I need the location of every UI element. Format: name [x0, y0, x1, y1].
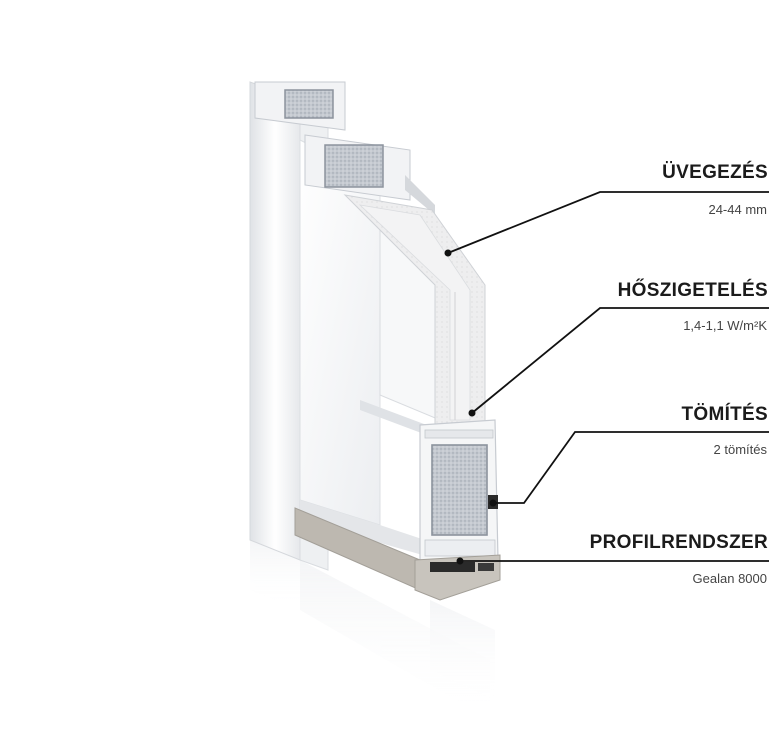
callout-glazing-title: ÜVEGEZÉS — [662, 162, 768, 183]
callout-insulation-title: HŐSZIGETELÉS — [617, 280, 768, 301]
bottom-profile-section — [419, 419, 499, 566]
dot-glazing — [444, 249, 452, 257]
callout-seal-subtitle: 2 tömítés — [713, 442, 767, 457]
dot-seal — [489, 499, 497, 507]
leader-glazing — [447, 191, 769, 254]
leader-seal — [493, 431, 769, 504]
callout-profile-subtitle: Gealan 8000 — [692, 571, 767, 586]
top-profile-section — [254, 81, 435, 215]
leader-insulation — [471, 307, 769, 414]
callout-dots — [444, 249, 497, 565]
callout-seal-title: TÖMÍTÉS — [681, 404, 768, 425]
dot-insulation — [468, 409, 476, 417]
callout-insulation-subtitle: 1,4-1,1 W/m²K — [683, 318, 767, 333]
dot-profile — [456, 557, 464, 565]
callout-glazing-subtitle: 24-44 mm — [708, 202, 767, 217]
callout-profile-title: PROFILRENDSZER — [589, 532, 768, 553]
callout-leaders — [447, 191, 769, 562]
floor-reflection — [250, 540, 495, 720]
sill-gasket — [294, 507, 501, 601]
